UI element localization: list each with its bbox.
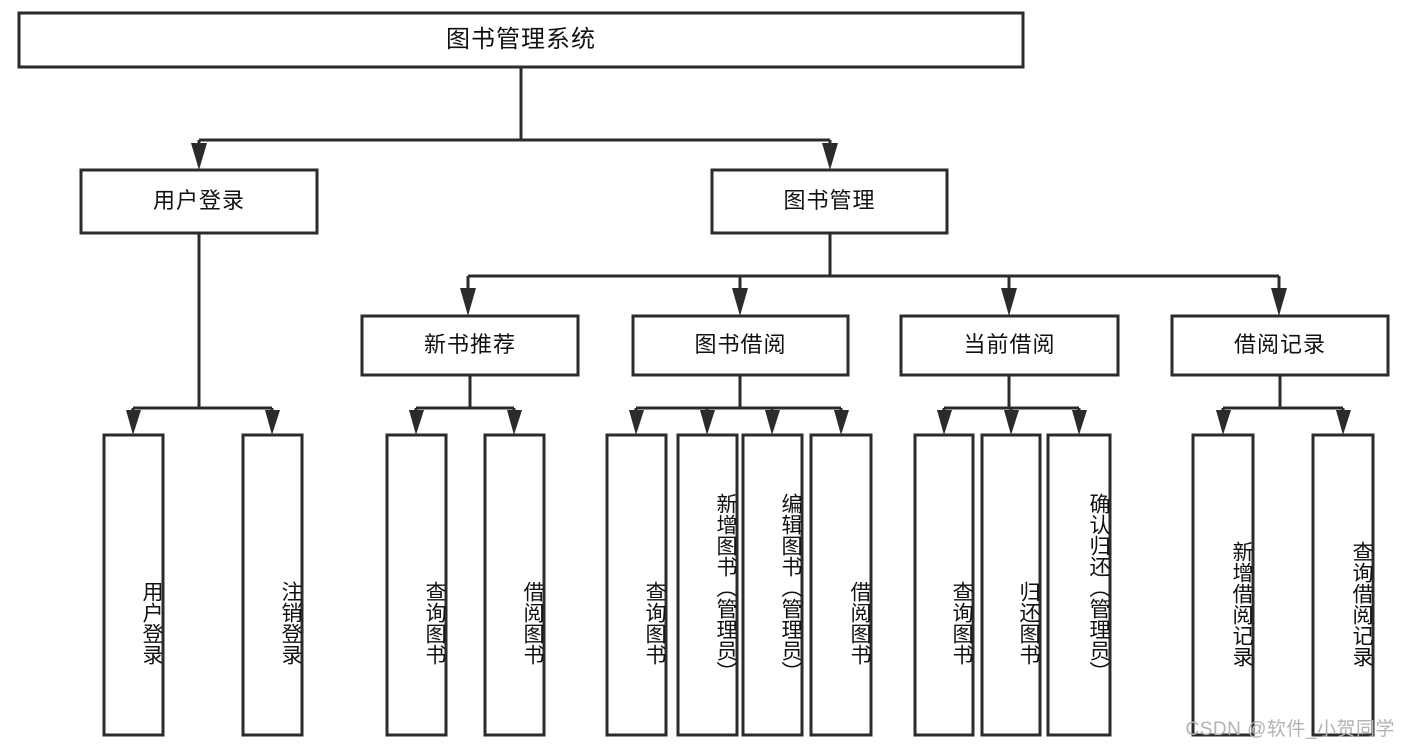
arrow-to-book-borrow <box>732 288 748 316</box>
node-box-leaf-query-book-2[interactable] <box>605 433 668 737</box>
arrow-to-leaf-confirm-return <box>1072 410 1087 435</box>
arrow-to-borrow-record <box>1271 288 1287 316</box>
connectors-layer <box>126 67 1351 435</box>
arrow-to-book-management <box>822 143 838 170</box>
arrow-to-leaf-user-login <box>126 410 141 435</box>
node-box-leaf-query-book-1[interactable] <box>385 433 448 737</box>
arrow-to-leaf-add-book <box>700 410 715 435</box>
arrow-to-leaf-borrow-book-2 <box>834 410 849 435</box>
node-box-leaf-edit-book[interactable] <box>741 433 804 737</box>
node-box-user-login[interactable] <box>79 168 319 235</box>
node-box-leaf-confirm-return[interactable] <box>1046 433 1112 737</box>
arrow-to-leaf-query-book-2 <box>629 410 644 435</box>
node-box-leaf-add-book[interactable] <box>676 433 739 737</box>
arrow-to-leaf-query-book-3 <box>937 410 952 435</box>
arrow-to-leaf-borrow-book-1 <box>507 410 522 435</box>
node-box-leaf-borrow-book-1[interactable] <box>483 433 546 737</box>
node-box-leaf-add-record[interactable] <box>1191 433 1255 737</box>
node-box-new-book-recommend[interactable] <box>360 314 580 377</box>
arrow-to-new-book-recommend <box>460 288 476 316</box>
node-box-book-management[interactable] <box>710 168 949 235</box>
nodes-layer <box>17 11 1390 737</box>
node-box-leaf-logout[interactable] <box>241 433 304 737</box>
node-box-leaf-user-login[interactable] <box>102 433 165 737</box>
node-box-leaf-return-book[interactable] <box>980 433 1042 737</box>
arrow-to-leaf-edit-book <box>765 410 780 435</box>
node-box-leaf-query-record[interactable] <box>1311 433 1375 737</box>
arrow-to-leaf-logout <box>265 410 280 435</box>
arrow-to-leaf-add-record <box>1216 410 1231 435</box>
arrow-to-current-borrow <box>1001 288 1017 316</box>
node-box-book-borrow[interactable] <box>631 314 850 377</box>
arrow-to-user-login <box>191 143 207 170</box>
watermark-text: CSDN @软件_小贺同学 <box>1185 719 1395 740</box>
arrow-to-leaf-query-book-1 <box>409 410 424 435</box>
node-box-leaf-query-book-3[interactable] <box>913 433 975 737</box>
arrow-to-leaf-query-record <box>1336 410 1351 435</box>
node-box-root[interactable] <box>17 11 1025 69</box>
node-box-current-borrow[interactable] <box>899 314 1120 377</box>
node-box-leaf-borrow-book-2[interactable] <box>809 433 873 737</box>
arrow-to-leaf-return-book <box>1004 410 1019 435</box>
node-box-borrow-record[interactable] <box>1170 314 1390 377</box>
